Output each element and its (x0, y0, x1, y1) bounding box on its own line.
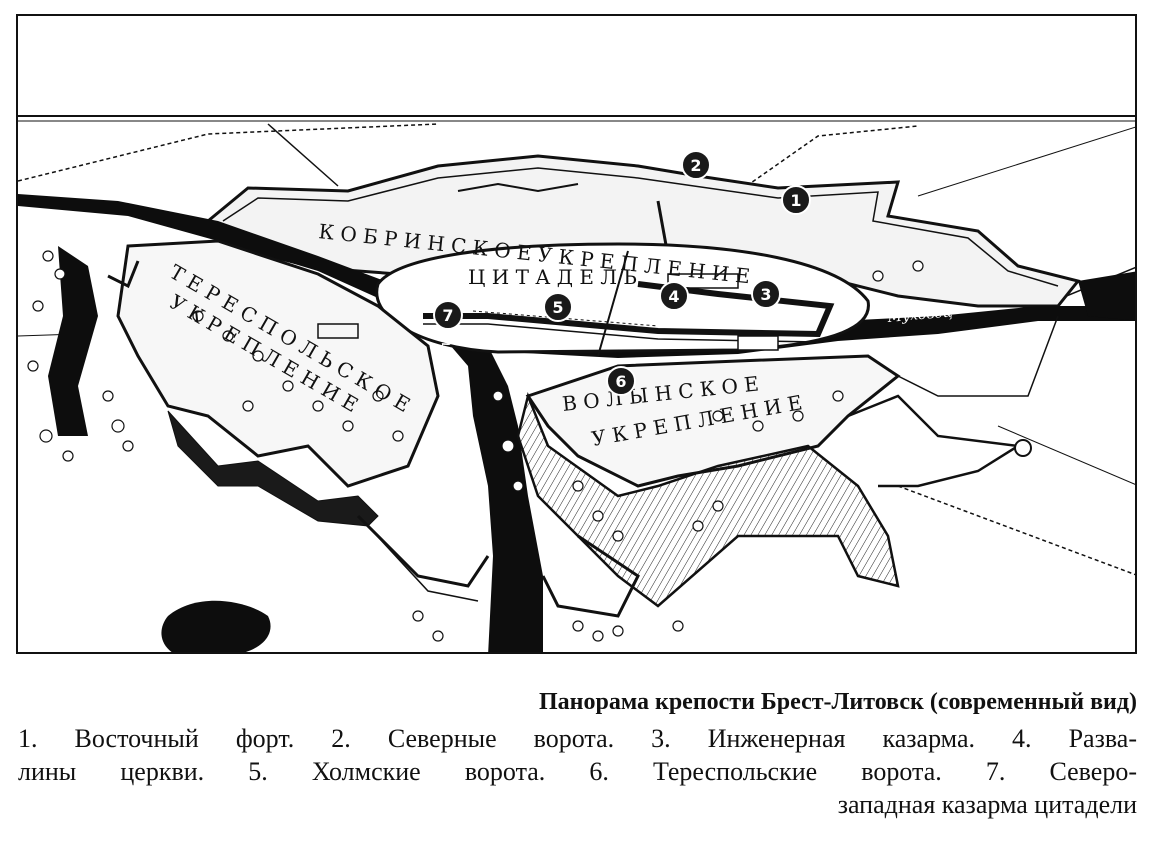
svg-text:7: 7 (442, 306, 453, 325)
citadel (375, 242, 870, 357)
marker-5: 5 (543, 292, 573, 322)
map-drawing: К О Б Р И Н С К О Е У К Р Е П Л Е Н И Е … (18, 115, 1135, 652)
legend-line-1: 1. Восточный форт. 2. Северные ворота. 3… (18, 724, 1137, 753)
marker-3: 3 (751, 279, 781, 309)
marker-7: 7 (433, 300, 463, 330)
svg-text:4: 4 (668, 287, 679, 306)
map-markers: 1 2 3 4 5 6 7 (433, 150, 811, 396)
panorama-map: К О Б Р И Н С К О Е У К Р Е П Л Е Н И Е … (16, 14, 1137, 654)
svg-text:2: 2 (690, 156, 701, 175)
caption-legend: 1. Восточный форт. 2. Северные ворота. 3… (18, 722, 1137, 821)
svg-text:1: 1 (790, 191, 801, 210)
label-mukhovets: Муховец (886, 304, 953, 326)
legend-line-2: лины церкви. 5. Холмские ворота. 6. Тере… (18, 757, 1137, 786)
pond (161, 600, 271, 652)
label-citadel: Ц И Т А Д Е Л Ь (468, 265, 637, 289)
volyn-fortification (516, 315, 1059, 618)
legend-line-3: западная казарма цитадели (837, 790, 1137, 819)
marker-2: 2 (681, 150, 711, 180)
marker-4: 4 (659, 281, 689, 311)
vegetation (27, 250, 924, 642)
svg-text:6: 6 (615, 372, 626, 391)
caption-title: Панорама крепости Брест-Литовск (совреме… (538, 689, 1137, 715)
svg-text:3: 3 (760, 285, 771, 304)
marker-6: 6 (606, 366, 636, 396)
terespol-fortification (107, 239, 490, 602)
svg-text:5: 5 (552, 298, 563, 317)
marker-1: 1 (781, 185, 811, 215)
